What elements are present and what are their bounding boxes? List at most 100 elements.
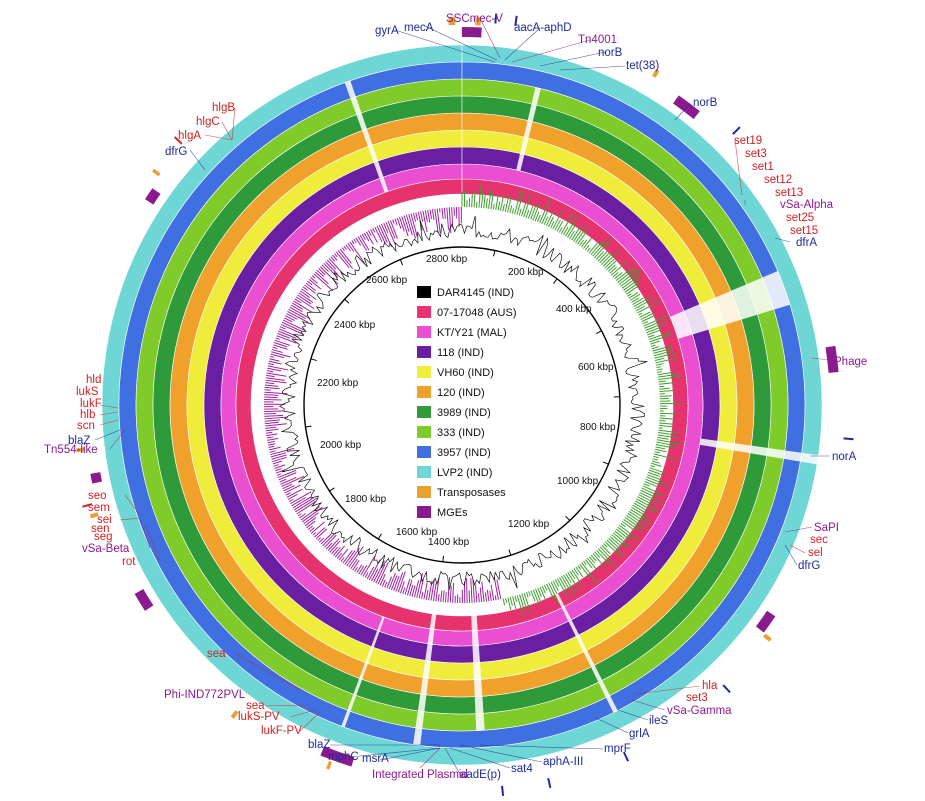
gc-skew-bar [659,388,669,389]
gc-skew-bar [542,211,548,224]
gc-skew-bar [443,590,444,602]
gene-label: lukF-PV [261,725,302,737]
gc-skew-bar [413,213,415,222]
gc-skew-bar [368,231,371,236]
legend-label: 07-17048 (AUS) [437,307,517,319]
gc-skew-bar [274,343,287,347]
scale-label: 1800 kbp [345,494,387,505]
gc-skew-bar [495,595,496,600]
gene-label: vSa-Alpha [780,199,834,211]
gc-skew-bar [286,314,297,320]
gc-skew-bar [660,391,675,392]
legend: DAR4145 (IND) 07-17048 (AUS) KT/Y21 (MAL… [417,286,517,519]
gc-skew-bar [302,289,316,299]
gc-skew-bar [656,447,666,449]
gc-skew-bar [357,565,362,573]
scale-tick [596,331,601,334]
legend-entry: DAR4145 (IND) [417,286,514,299]
gc-skew-bar [526,210,529,218]
gc-skew-bar [652,347,659,349]
gc-skew-bar [407,580,411,596]
gene-marker [733,127,740,134]
gc-skew-bar [265,383,274,384]
gc-skew-bar [645,323,658,328]
gene-label: mecA [404,22,434,34]
gc-skew-bar [526,592,528,597]
gc-skew-bar [318,538,321,541]
gc-skew-bar [266,378,285,381]
gene-label: aacA-aphD [514,22,572,34]
gc-skew-bar [430,210,432,219]
gc-skew-bar [660,418,673,419]
legend-swatch [417,426,431,438]
mge-marker [756,611,775,633]
gene-label: Integrated Plasmid [372,769,468,781]
gc-skew-bar [325,262,337,275]
gc-skew-bar [450,586,451,603]
gc-skew-bar [540,587,546,600]
legend-entry: 120 (IND) [417,386,485,399]
gc-skew-bar [277,474,281,476]
gc-skew-bar [559,227,562,232]
gc-skew-bar [269,359,279,361]
legend-label: DAR4145 (IND) [437,287,514,299]
gc-skew-bar [578,566,581,570]
gene-label: norB [598,47,623,59]
scale-tick [378,534,381,539]
gc-skew-bar [584,561,587,565]
gc-skew-bar [270,451,276,452]
gc-skew-bar [615,272,623,278]
gene-label: gyrA [375,25,399,37]
gc-skew-bar [342,247,345,250]
gc-skew-bar [447,208,449,230]
scale-label: 1600 kbp [396,527,438,538]
gc-skew-bar [275,340,290,345]
gc-skew-bar [645,481,657,486]
gc-skew-bar [420,211,422,221]
legend-entry: 3957 (IND) [417,446,491,459]
gc-skew-bar [633,298,644,304]
gc-skew-bar [490,591,491,601]
gc-skew-bar [651,466,655,467]
gc-skew-bar [603,544,607,548]
gc-skew-bar [348,243,354,252]
gc-skew-bar [359,566,364,574]
gc-skew-bar [373,228,375,232]
gc-skew-bar [317,270,324,276]
gene-label: dfrA [796,237,817,249]
legend-swatch [417,386,431,398]
gc-skew-bar [275,469,281,471]
gene-label: vSa-Gamma [667,705,732,717]
gene-label: set1 [752,161,774,173]
gene-label: seo [88,490,107,502]
gene-label: mphC [328,751,359,763]
legend-swatch [417,446,431,458]
gc-skew-bar [621,523,626,526]
gc-skew-bar [652,461,660,463]
gc-skew-bar [264,415,283,416]
gc-skew-bar [496,195,499,210]
gene-label: rot [122,556,136,568]
gene-label: sem [88,502,110,514]
gc-skew-bar [265,387,280,388]
legend-swatch [417,466,431,478]
scale-tick [311,359,317,361]
legend-label: KT/Y21 (MAL) [437,327,507,339]
gene-label: lukS-PV [238,711,280,723]
gene-label: ileS [649,715,669,727]
gene-label: lukS [76,386,99,398]
gc-skew-bar [640,312,651,317]
gene-label: sea [246,700,265,712]
gc-skew-bar [264,397,277,398]
mge-marker [90,472,102,484]
legend-entry: 3989 (IND) [417,406,491,419]
gc-skew-bar [307,521,315,528]
gene-marker [502,786,503,796]
gc-skew-bar [288,494,298,499]
gc-skew-bar [654,452,660,453]
gc-skew-bar [268,441,275,442]
gc-skew-bar [442,208,443,219]
gene-label: set19 [734,135,762,147]
gc-skew-bar [643,321,648,323]
